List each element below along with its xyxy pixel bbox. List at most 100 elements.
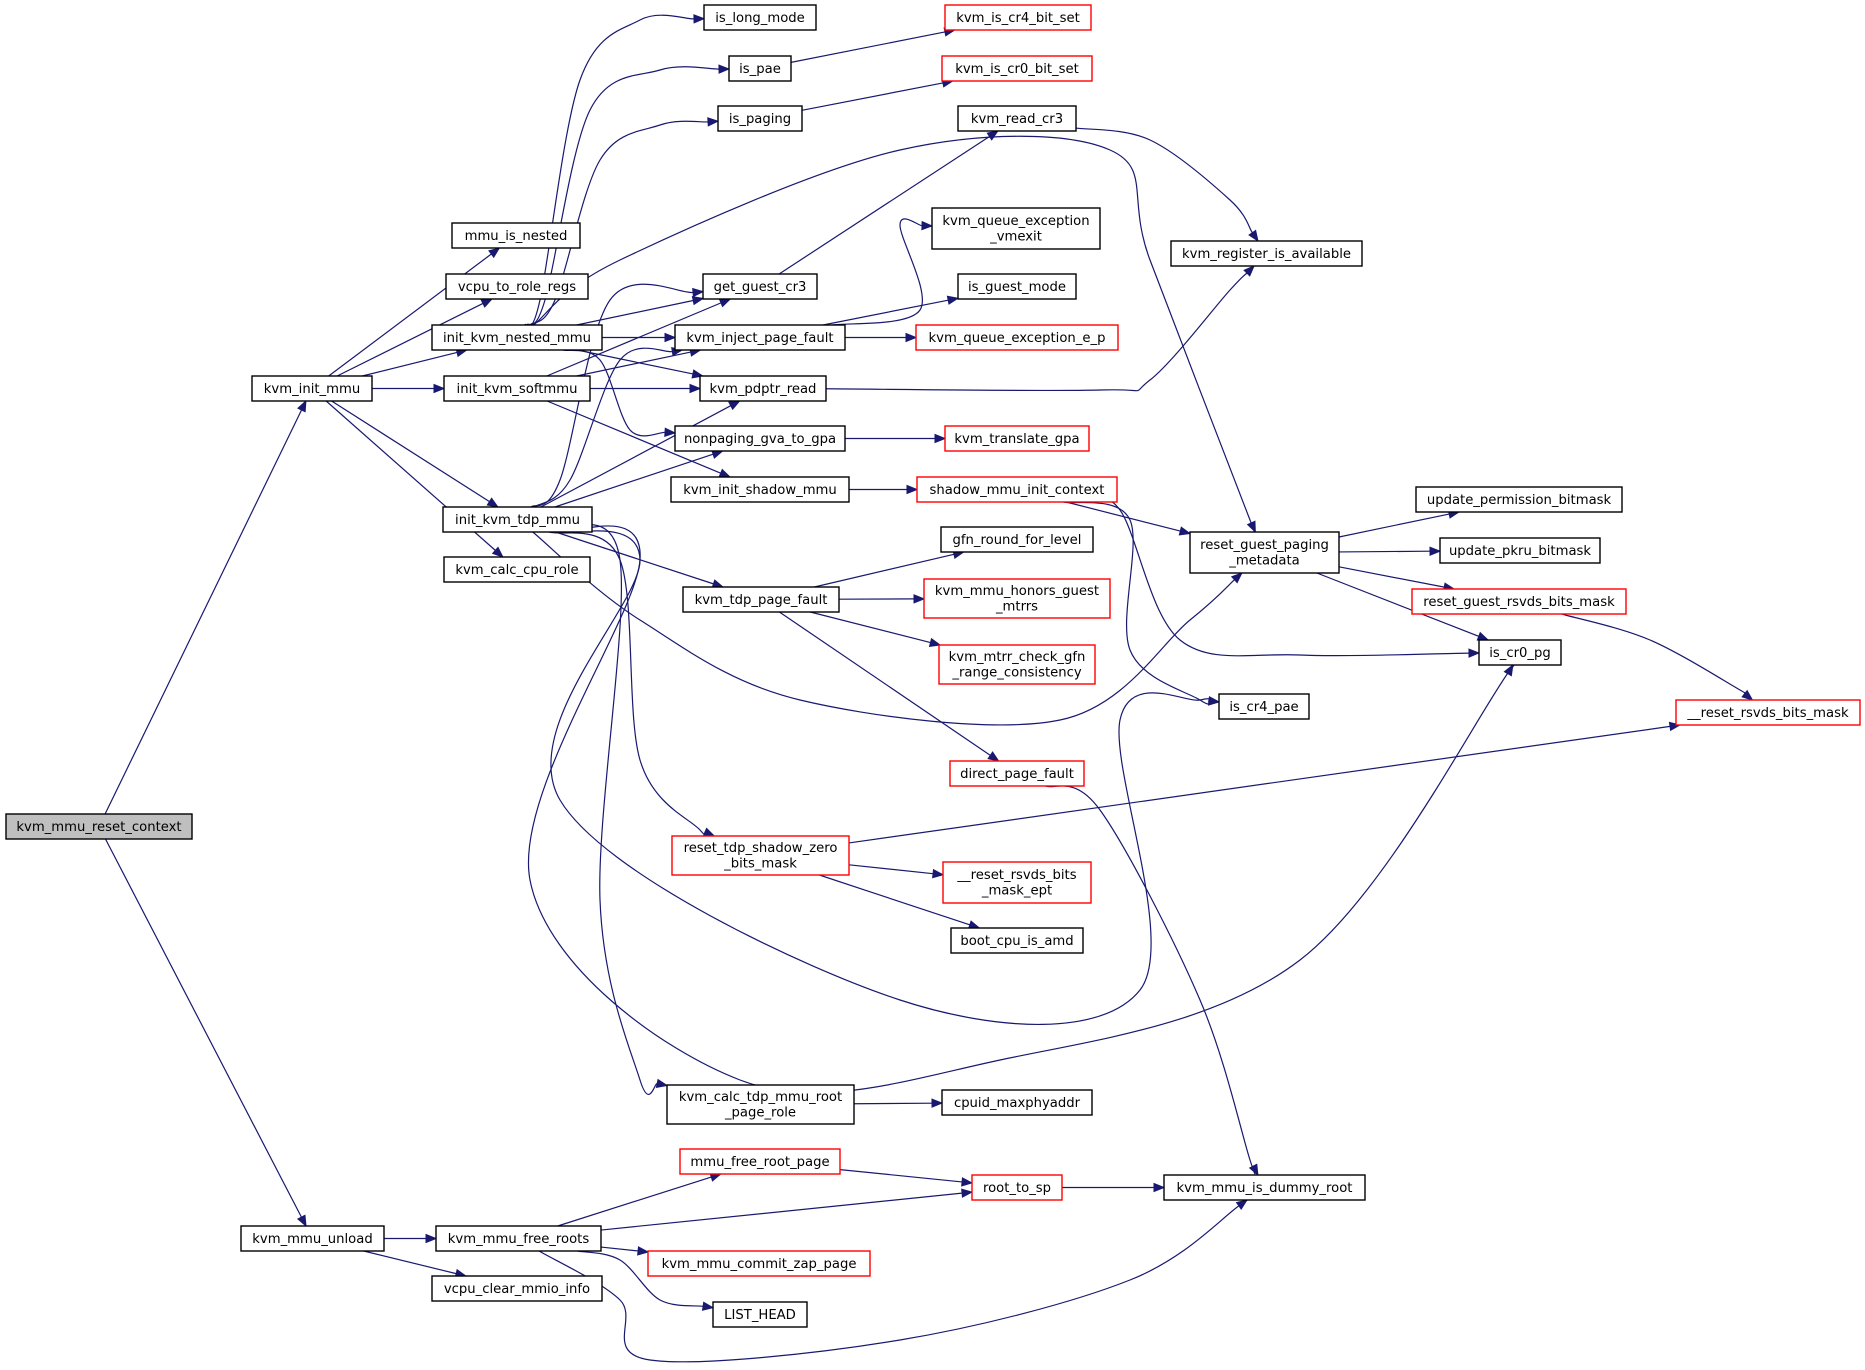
node-box[interactable] — [1411, 588, 1627, 615]
node-kvm-calc-tdp-mmu-root-page-role[interactable]: kvm_calc_tdp_mmu_root_page_role — [666, 1084, 855, 1125]
node-box[interactable] — [1163, 1174, 1366, 1201]
node-box[interactable] — [647, 1250, 871, 1277]
node-kvm-tdp-page-fault[interactable]: kvm_tdp_page_fault — [682, 586, 840, 613]
node-box[interactable] — [1415, 486, 1623, 513]
node-box[interactable] — [679, 1148, 841, 1175]
node-get-guest-cr3[interactable]: get_guest_cr3 — [702, 273, 818, 300]
node-box[interactable] — [1170, 240, 1363, 267]
node-box[interactable] — [682, 586, 840, 613]
node-box[interactable] — [944, 4, 1092, 31]
node-kvm-read-cr3[interactable]: kvm_read_cr3 — [957, 105, 1077, 132]
node-box[interactable] — [674, 425, 846, 452]
node-init-kvm-nested-mmu[interactable]: init_kvm_nested_mmu — [431, 324, 603, 351]
node-kvm-queue-exception-e-p[interactable]: kvm_queue_exception_e_p — [915, 324, 1119, 351]
node-box[interactable] — [1218, 693, 1310, 720]
node-box[interactable] — [950, 927, 1084, 954]
node-box[interactable] — [971, 1174, 1063, 1201]
node-is-long-mode[interactable]: is_long_mode — [703, 4, 817, 31]
node-box[interactable] — [941, 1089, 1093, 1116]
node-kvm-register-is-available[interactable]: kvm_register_is_available — [1170, 240, 1363, 267]
node-box[interactable] — [670, 476, 850, 503]
node-box[interactable] — [240, 1225, 385, 1252]
node-box[interactable] — [1478, 639, 1562, 666]
node-reset-rsvds-bits-mask[interactable]: __reset_rsvds_bits_mask — [1675, 699, 1861, 726]
node-mmu-is-nested[interactable]: mmu_is_nested — [451, 222, 581, 249]
node-cpuid-maxphyaddr[interactable]: cpuid_maxphyaddr — [941, 1089, 1093, 1116]
node-reset-rsvds-bits-mask-ept[interactable]: __reset_rsvds_bits_mask_ept — [942, 861, 1092, 904]
node-box[interactable] — [941, 55, 1093, 82]
node-box[interactable] — [431, 324, 603, 351]
node-update-pkru-bitmask[interactable]: update_pkru_bitmask — [1439, 537, 1601, 564]
node-box[interactable] — [702, 273, 818, 300]
node-box[interactable] — [931, 207, 1101, 250]
node-init-kvm-tdp-mmu[interactable]: init_kvm_tdp_mmu — [442, 506, 593, 533]
node-reset-tdp-shadow-zero-bits-mask[interactable]: reset_tdp_shadow_zero_bits_mask — [671, 835, 850, 876]
node-box[interactable] — [923, 578, 1111, 619]
node-box[interactable] — [915, 324, 1119, 351]
node-vcpu-clear-mmio-info[interactable]: vcpu_clear_mmio_info — [431, 1275, 603, 1302]
node-box[interactable] — [445, 273, 589, 300]
node-box[interactable] — [942, 861, 1092, 904]
node-kvm-init-shadow-mmu[interactable]: kvm_init_shadow_mmu — [670, 476, 850, 503]
node-box[interactable] — [957, 105, 1077, 132]
node-kvm-inject-page-fault[interactable]: kvm_inject_page_fault — [674, 324, 846, 351]
node-shadow-mmu-init-context[interactable]: shadow_mmu_init_context — [916, 476, 1118, 503]
node-box[interactable] — [1189, 531, 1340, 574]
node-reset-guest-paging-metadata[interactable]: reset_guest_paging_metadata — [1189, 531, 1340, 574]
node-kvm-mmu-free-roots[interactable]: kvm_mmu_free_roots — [435, 1225, 602, 1252]
node-kvm-init-mmu[interactable]: kvm_init_mmu — [251, 375, 373, 402]
node-box[interactable] — [949, 760, 1085, 787]
node-gfn-round-for-level[interactable]: gfn_round_for_level — [940, 526, 1094, 553]
node-box[interactable] — [938, 644, 1096, 685]
node-kvm-translate-gpa[interactable]: kvm_translate_gpa — [944, 425, 1090, 452]
node-box[interactable] — [435, 1225, 602, 1252]
node-kvm-is-cr4-bit-set[interactable]: kvm_is_cr4_bit_set — [944, 4, 1092, 31]
node-root[interactable]: kvm_mmu_reset_context — [5, 813, 193, 840]
node-reset-guest-rsvds-bits-mask[interactable]: reset_guest_rsvds_bits_mask — [1411, 588, 1627, 615]
node-box[interactable] — [1439, 537, 1601, 564]
node-box[interactable] — [717, 105, 803, 132]
node-mmu-free-root-page[interactable]: mmu_free_root_page — [679, 1148, 841, 1175]
node-box[interactable] — [940, 526, 1094, 553]
node-box[interactable] — [5, 813, 193, 840]
node-box[interactable] — [442, 506, 593, 533]
node-init-kvm-softmmu[interactable]: init_kvm_softmmu — [443, 375, 591, 402]
node-box[interactable] — [712, 1301, 808, 1328]
node-box[interactable] — [699, 375, 827, 402]
node-kvm-calc-cpu-role[interactable]: kvm_calc_cpu_role — [443, 556, 591, 583]
node-box[interactable] — [1675, 699, 1861, 726]
node-box[interactable] — [916, 476, 1118, 503]
node-boot-cpu-is-amd[interactable]: boot_cpu_is_amd — [950, 927, 1084, 954]
node-kvm-mmu-unload[interactable]: kvm_mmu_unload — [240, 1225, 385, 1252]
node-box[interactable] — [443, 556, 591, 583]
node-root-to-sp[interactable]: root_to_sp — [971, 1174, 1063, 1201]
node-list-head[interactable]: LIST_HEAD — [712, 1301, 808, 1328]
node-box[interactable] — [703, 4, 817, 31]
node-box[interactable] — [944, 425, 1090, 452]
node-box[interactable] — [666, 1084, 855, 1125]
node-vcpu-to-role-regs[interactable]: vcpu_to_role_regs — [445, 273, 589, 300]
node-is-guest-mode[interactable]: is_guest_mode — [957, 273, 1077, 300]
node-box[interactable] — [728, 55, 792, 82]
node-kvm-mmu-is-dummy-root[interactable]: kvm_mmu_is_dummy_root — [1163, 1174, 1366, 1201]
node-kvm-mmu-honors-guest-mtrrs[interactable]: kvm_mmu_honors_guest_mtrrs — [923, 578, 1111, 619]
node-is-paging[interactable]: is_paging — [717, 105, 803, 132]
node-box[interactable] — [957, 273, 1077, 300]
node-box[interactable] — [671, 835, 850, 876]
node-box[interactable] — [674, 324, 846, 351]
node-update-permission-bitmask[interactable]: update_permission_bitmask — [1415, 486, 1623, 513]
node-is-pae[interactable]: is_pae — [728, 55, 792, 82]
node-kvm-is-cr0-bit-set[interactable]: kvm_is_cr0_bit_set — [941, 55, 1093, 82]
node-is-cr4-pae[interactable]: is_cr4_pae — [1218, 693, 1310, 720]
node-box[interactable] — [251, 375, 373, 402]
node-kvm-mtrr-check-gfn-range-consistency[interactable]: kvm_mtrr_check_gfn_range_consistency — [938, 644, 1096, 685]
node-box[interactable] — [443, 375, 591, 402]
node-kvm-pdptr-read[interactable]: kvm_pdptr_read — [699, 375, 827, 402]
node-kvm-mmu-commit-zap-page[interactable]: kvm_mmu_commit_zap_page — [647, 1250, 871, 1277]
node-nonpaging-gva-to-gpa[interactable]: nonpaging_gva_to_gpa — [674, 425, 846, 452]
node-kvm-queue-exception-vmexit[interactable]: kvm_queue_exception_vmexit — [931, 207, 1101, 250]
node-is-cr0-pg[interactable]: is_cr0_pg — [1478, 639, 1562, 666]
node-direct-page-fault[interactable]: direct_page_fault — [949, 760, 1085, 787]
node-box[interactable] — [451, 222, 581, 249]
node-box[interactable] — [431, 1275, 603, 1302]
